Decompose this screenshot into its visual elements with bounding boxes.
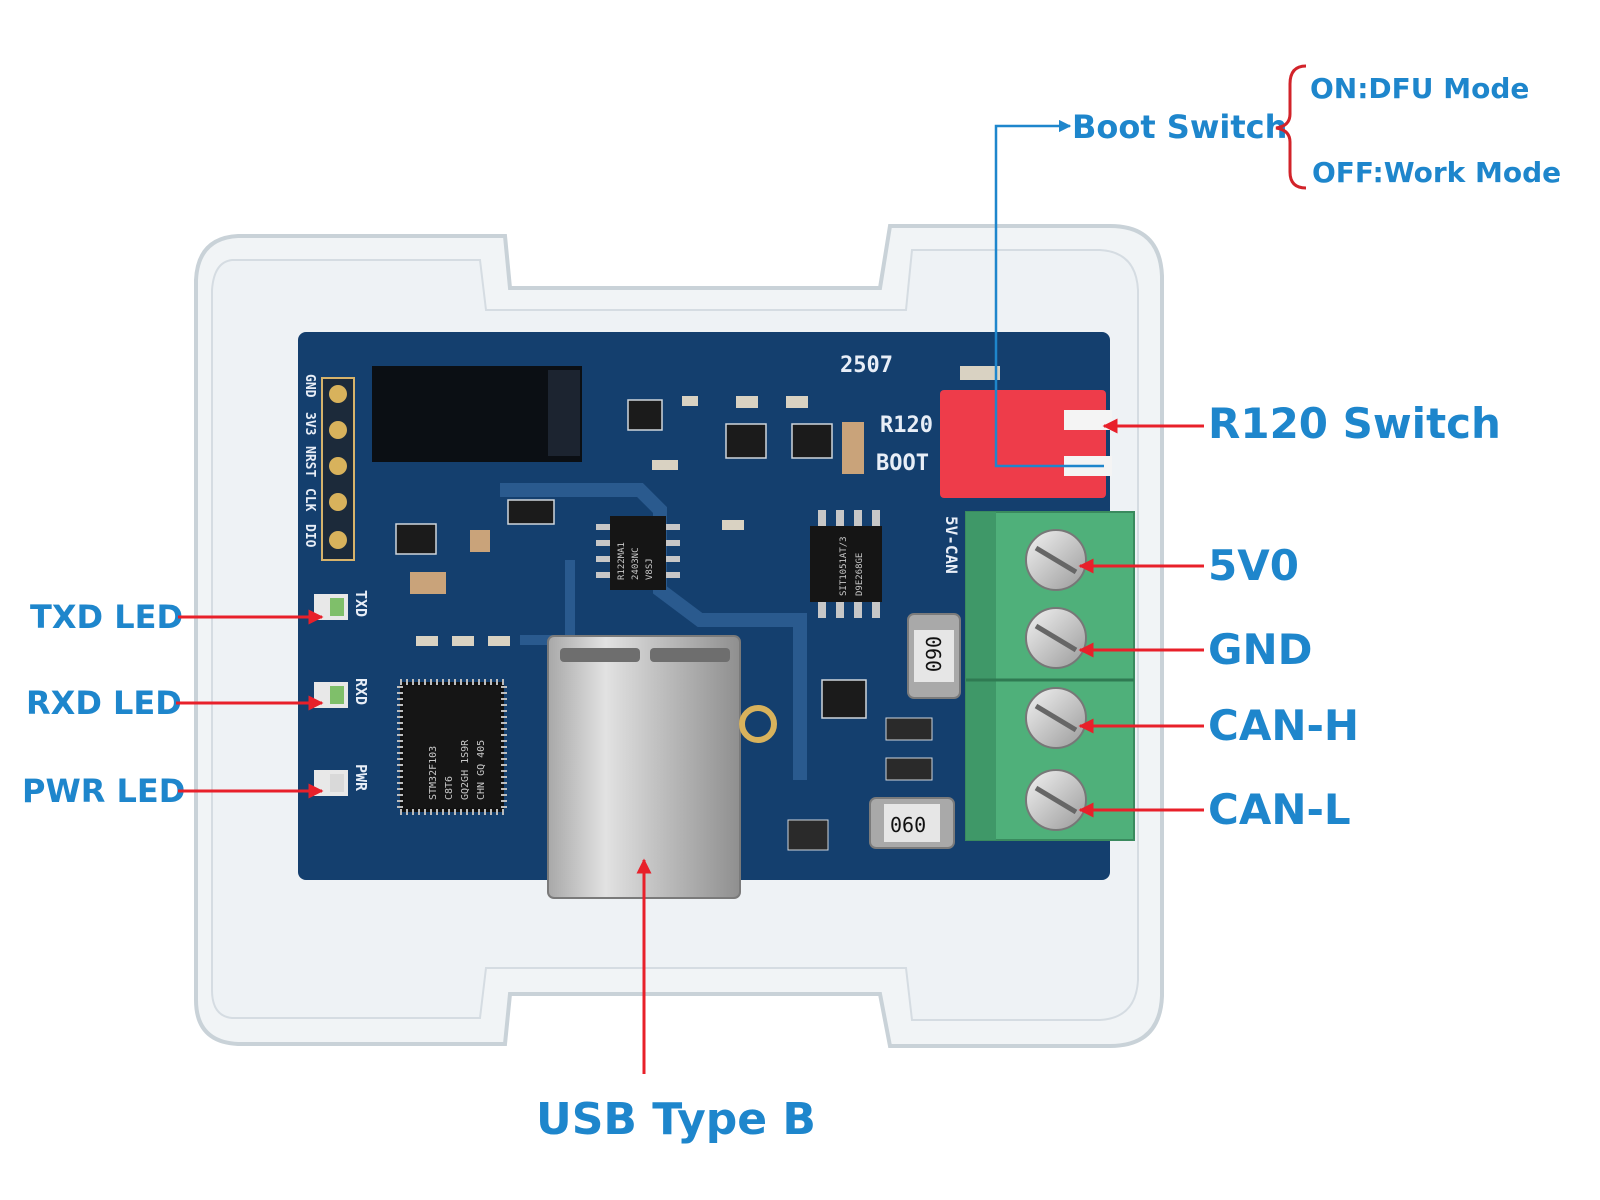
rxd-led-callout: RXD LED [26,684,324,722]
small-components [395,399,867,719]
usb-type-b-label: USB Type B [536,1094,816,1145]
debug-header: GND 3V3 NRST CLK DIO [302,374,355,561]
txd-led-label: TXD LED [30,598,183,636]
usb-connector [547,635,777,899]
inductor-2: 060 [869,797,955,849]
header-pin-nrst: NRST [302,446,317,477]
pwr-led-label: PWR LED [22,772,185,810]
terminal-block [965,511,1135,841]
rxd-led-label: RXD LED [26,684,182,722]
r120-switch-label: R120 Switch [1208,399,1501,448]
ic1-line-2: 2403NC [631,547,641,580]
boot-switch-callout: Boot Switch ON:DFU Mode OFF:Work Mode [994,64,1561,468]
transceiver-ic-1: R122MA1 2403NC V8SJ [596,516,680,590]
mcu-line-1: STM32F103 [428,746,439,800]
passives [410,366,1000,851]
mcu-line-3: GQ2GH 1S9R [460,739,471,800]
black-component-edge [548,370,580,456]
canh-callout: CAN-H [1078,701,1359,750]
ic2-line-1: SIT1051AT/3 [839,536,849,596]
canl-callout: CAN-L [1078,785,1351,834]
txd-led-component: TXD [314,590,370,620]
silk-port: 5V-CAN [942,516,961,574]
inductor-1-code: 060 [921,636,945,672]
r120-callout: R120 Switch [1102,399,1501,448]
mcu-chip: STM32F103 C8T6 GQ2GH 1S9R CHN GQ 405 [397,679,507,815]
header-pin-3v3: 3V3 [302,412,317,435]
ic1-line-3: V8SJ [645,558,655,580]
black-component [372,366,582,462]
txd-led-callout: TXD LED [30,598,324,636]
ic1-line-1: R122MA1 [617,542,627,580]
batch-code: 2507 [840,353,893,378]
mcu-line-4: CHN GQ 405 [476,740,487,800]
rxd-led-component: RXD [314,678,370,708]
silk-pwr: PWR [352,764,370,792]
ic2-line-2: D9E268GE [855,553,865,596]
header-pin-clk: CLK [302,488,317,512]
silk-rxd: RXD [352,678,370,705]
5v0-callout: 5V0 [1078,541,1299,590]
pin-5v0-label: 5V0 [1208,541,1299,590]
pin-canl-label: CAN-L [1208,785,1351,834]
off-mode-label: OFF:Work Mode [1312,156,1561,189]
gnd-callout: GND [1078,625,1313,674]
mcu-line-2: C8T6 [444,776,455,800]
pin-gnd-label: GND [1208,625,1313,674]
dip-switch [940,390,1112,498]
header-pin-dio: DIO [302,524,317,548]
boot-switch-label: Boot Switch [1072,108,1287,146]
pin-canh-label: CAN-H [1208,701,1359,750]
inductor-2-code: 060 [890,813,926,837]
inductor-1: 060 [907,613,961,699]
silk-boot: BOOT [876,451,929,476]
usb-callout: USB Type B [536,858,816,1145]
header-pin-gnd: GND [302,374,317,398]
on-mode-label: ON:DFU Mode [1310,72,1529,105]
silk-txd: TXD [352,590,370,617]
silk-r120: R120 [880,413,933,438]
can-transceiver-ic: SIT1051AT/3 D9E268GE [810,510,882,618]
pwr-led-callout: PWR LED [22,772,324,810]
